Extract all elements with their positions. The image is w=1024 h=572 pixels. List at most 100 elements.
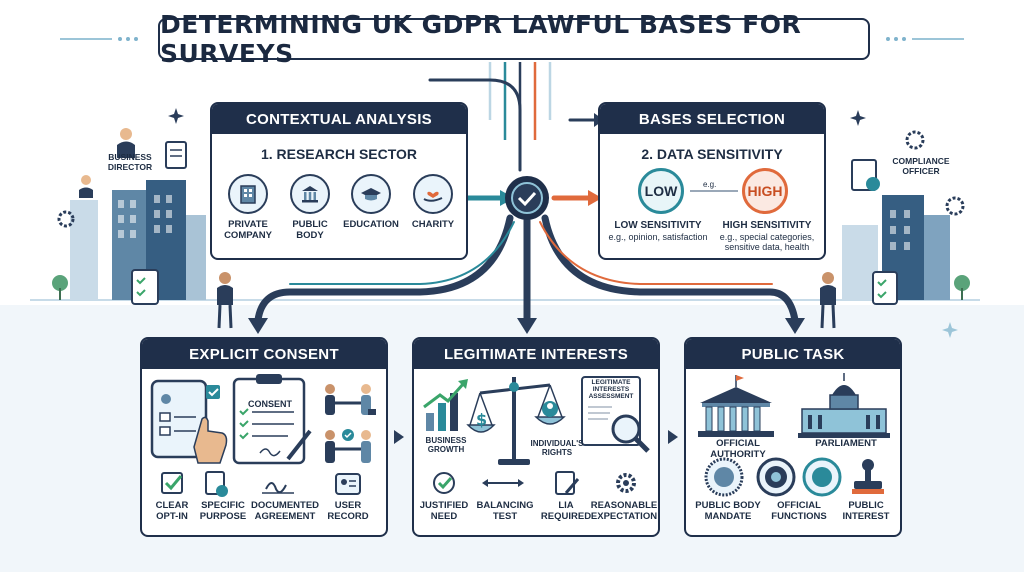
- official-seal-icon: [756, 457, 796, 497]
- government-building-icon: [290, 174, 330, 214]
- authority-building-icon: [698, 375, 774, 437]
- compliance-officer-label: COMPLIANCE OFFICER: [892, 156, 950, 176]
- document-check-icon: [205, 471, 228, 497]
- left-city-skyline: [52, 180, 206, 300]
- graduation-cap-icon: [351, 174, 391, 214]
- consent-form-title: CONSENT: [247, 399, 292, 409]
- sector-label: EDUCATION: [343, 219, 399, 230]
- interest-item-lia-required: LIA REQUIRED: [540, 500, 592, 522]
- sector-label: PUBLIC BODY: [292, 219, 328, 241]
- high-sensitivity-bubble: HIGH: [742, 168, 788, 214]
- sector-charity: CHARITY: [402, 174, 464, 231]
- public-item-public-body-mandate: PUBLIC BODY MANDATE: [695, 500, 761, 522]
- parliament-label: PARLIAMENT: [815, 438, 877, 449]
- business-director-figure: [117, 128, 135, 158]
- growth-chart-icon: [423, 379, 468, 431]
- explicit-consent-panel: EXPLICIT CONSENT: [140, 337, 388, 537]
- interest-item-justified-need: JUSTIFIED NEED: [419, 500, 469, 522]
- check-circle-icon: [433, 472, 455, 494]
- interests-icons-row: [433, 471, 636, 495]
- checklist-icon-left: [131, 269, 159, 305]
- consent-item-specific-purpose: SPECIFIC PURPOSE: [199, 500, 247, 522]
- individuals-rights-label: INDIVIDUAL'S RIGHTS: [530, 439, 584, 458]
- low-sensitivity-desc: e.g., opinion, satisfaction: [608, 231, 708, 242]
- checklist-icon-right: [872, 271, 898, 305]
- official-authority-label: OFFICIAL AUTHORITY: [710, 438, 766, 460]
- high-sensitivity-block: HIGH SENSITIVITY e.g., special categorie…: [710, 220, 824, 252]
- eg-connector-label: e.g.: [703, 180, 717, 189]
- high-sensitivity-title: HIGH SENSITIVITY: [722, 220, 812, 231]
- rubber-stamp-icon: [852, 459, 884, 494]
- contextual-analysis-heading: CONTEXTUAL ANALYSIS: [212, 104, 466, 134]
- lia-document-label: LEGITIMATE INTERESTS ASSESSMENT: [588, 379, 634, 401]
- title-banner: DETERMINING UK GDPR LAWFUL BASES FOR SUR…: [158, 10, 870, 68]
- legitimate-interests-panel: LEGITIMATE INTERESTS $: [412, 337, 660, 537]
- bases-selection-heading: BASES SELECTION: [600, 104, 824, 134]
- interest-item-reasonable-expectation: REASONABLE EXPECTATION: [590, 500, 658, 522]
- office-building-icon: [228, 174, 268, 214]
- gear-icon-right-top: [905, 130, 925, 150]
- sensitivity-connector-line: [690, 190, 738, 192]
- parliament-icon: [798, 373, 890, 438]
- consent-item-clear-opt-in: CLEAR OPT-IN: [155, 500, 189, 522]
- presenter-figure-right: [820, 272, 836, 329]
- legitimate-interests-heading: LEGITIMATE INTERESTS: [414, 339, 658, 369]
- handshake-figures-top: [325, 384, 376, 415]
- mandate-seal-icon: [704, 457, 744, 497]
- low-sensitivity-bubble: LOW: [638, 168, 684, 214]
- lia-form-icon: [555, 471, 580, 495]
- pointing-hand-icon: [193, 416, 228, 464]
- sparkle-icons: [168, 108, 958, 338]
- bases-selection-panel: BASES SELECTION 2. DATA SENSITIVITY LOW …: [598, 102, 826, 260]
- central-check-hub: [505, 176, 549, 220]
- presenter-figure-left: [217, 272, 233, 329]
- data-sensitivity-subheading: 2. DATA SENSITIVITY: [641, 146, 783, 162]
- interest-item-balancing-test: BALANCING TEST: [476, 500, 534, 522]
- low-sensitivity-block: LOW SENSITIVITY e.g., opinion, satisfact…: [606, 220, 710, 242]
- sector-education: EDUCATION: [340, 174, 402, 231]
- sector-label: CHARITY: [411, 219, 455, 230]
- research-sector-subheading: 1. RESEARCH SECTOR: [260, 146, 418, 162]
- consent-item-documented-agreement: DOCUMENTED AGREEMENT: [250, 500, 320, 522]
- balance-arrows-icon: [482, 479, 524, 487]
- user-record-icon: [335, 473, 361, 495]
- flow-connectors: [254, 78, 799, 324]
- sector-private-company: PRIVATE COMPANY: [218, 174, 278, 242]
- sector-label: PRIVATE COMPANY: [224, 219, 272, 241]
- title-decoration: [60, 37, 964, 41]
- public-task-illustration: [698, 373, 890, 438]
- explicit-consent-heading: EXPLICIT CONSENT: [142, 339, 386, 369]
- explicit-consent-illustration: [150, 374, 376, 465]
- heart-hand-icon: [413, 174, 453, 214]
- consent-item-user-record: USER RECORD: [327, 500, 369, 522]
- clipboard-icon: [165, 141, 187, 169]
- gear-icon: [616, 473, 636, 493]
- business-director-label: BUSINESS DIRECTOR: [107, 152, 153, 172]
- public-task-heading: PUBLIC TASK: [686, 339, 900, 369]
- gear-icon-left: [57, 210, 75, 228]
- low-sensitivity-title: LOW SENSITIVITY: [614, 220, 702, 231]
- handshake-figures-bottom: [325, 429, 371, 463]
- checkbox-icon: [161, 472, 183, 494]
- signature-icon: [262, 482, 294, 494]
- svg-text:$: $: [476, 410, 487, 429]
- public-item-public-interest: PUBLIC INTEREST: [842, 500, 890, 522]
- consent-clipboard-icon: [232, 374, 312, 465]
- sector-public-body: PUBLIC BODY: [280, 174, 340, 242]
- tablet-icon: [150, 379, 220, 459]
- consent-icons-row: [161, 471, 361, 497]
- balance-scale-icon: $: [466, 377, 566, 465]
- public-task-seals-row: [704, 457, 884, 497]
- high-sensitivity-desc: e.g., special categories, sensitive data…: [719, 231, 815, 252]
- business-growth-label: BUSINESS GROWTH: [425, 436, 467, 455]
- functions-seal-icon: [802, 457, 842, 497]
- document-icon-right: [851, 159, 880, 191]
- public-item-official-functions: OFFICIAL FUNCTIONS: [771, 500, 827, 522]
- public-task-panel: PUBLIC TASK OFFICIAL AUTHORITY PARLIAMEN…: [684, 337, 902, 537]
- page-title: DETERMINING UK GDPR LAWFUL BASES FOR SUR…: [160, 10, 802, 68]
- gear-icon-right: [945, 196, 965, 216]
- small-figure-left: [79, 175, 93, 198]
- legitimate-interests-illustration: $: [423, 376, 650, 465]
- lia-document-icon: [581, 376, 650, 453]
- flow-arrowheads: [248, 113, 805, 444]
